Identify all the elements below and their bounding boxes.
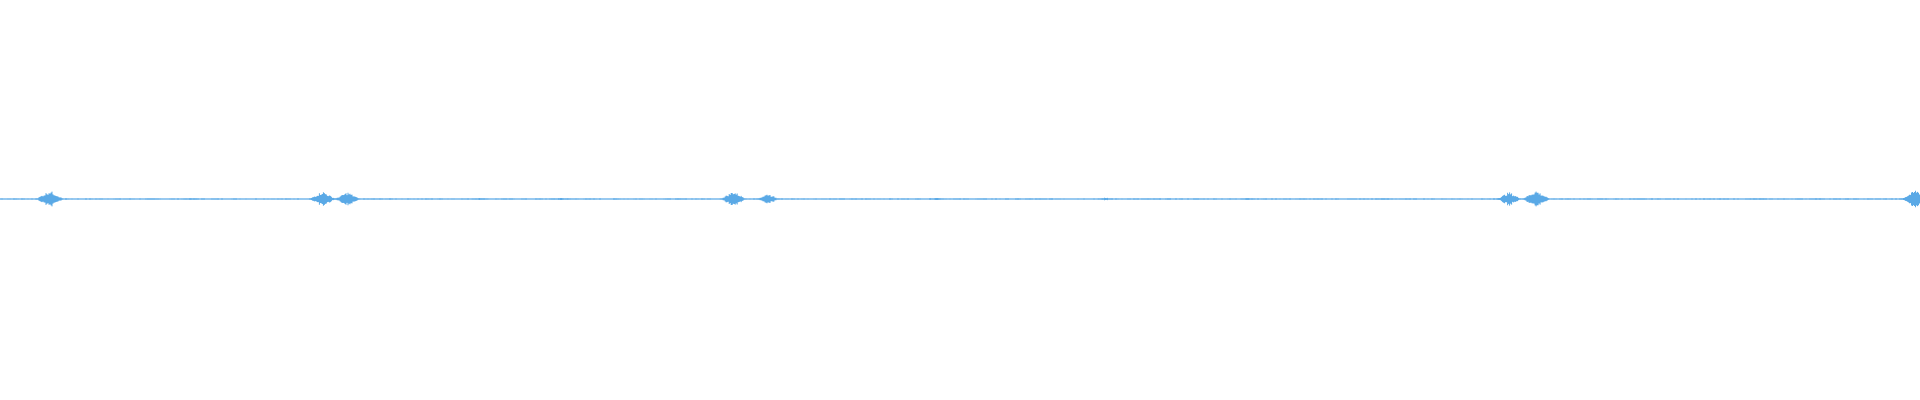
waveform-burst-8: [756, 194, 780, 204]
waveform-burst-11: [1240, 198, 1256, 200]
waveform-burst-15: [1749, 198, 1764, 200]
waveform-burst-14: [1521, 191, 1550, 207]
waveform-burst-6: [553, 197, 569, 201]
waveform-bursts: [0, 190, 1920, 208]
waveform-burst-16: [1811, 198, 1825, 200]
waveform-burst-3: [308, 192, 336, 206]
waveform-burst-1: [35, 191, 64, 207]
waveform-noise-floor: [0, 198, 1919, 200]
waveform-burst-2: [184, 198, 199, 200]
waveform-burst-4: [334, 192, 360, 206]
waveform-burst-13: [1496, 192, 1522, 206]
waveform-burst-17: [1901, 190, 1920, 208]
waveform-burst-7: [719, 193, 747, 205]
waveform-burst-10: [1098, 197, 1113, 201]
waveform-burst-12: [1375, 198, 1390, 200]
waveform-burst-9: [929, 197, 945, 201]
waveform-burst-5: [472, 197, 488, 201]
